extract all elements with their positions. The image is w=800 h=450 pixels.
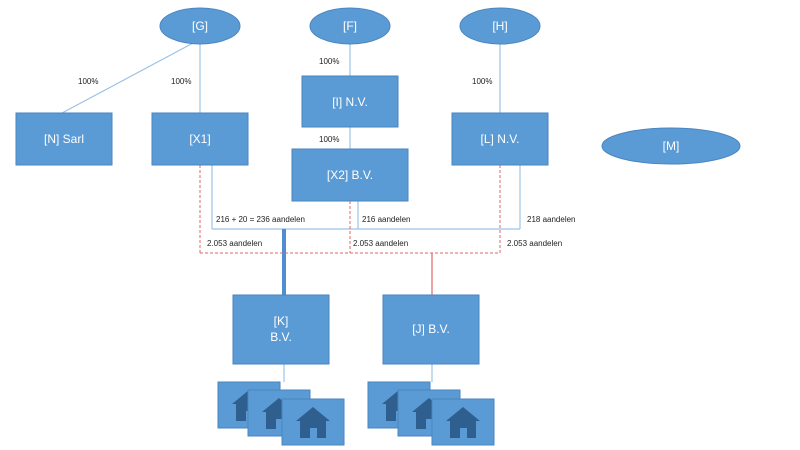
- edge-g-n: [61, 41, 196, 114]
- node-l-label: [L] N.V.: [481, 132, 520, 146]
- edge-label-x2-k: 216 aandelen: [362, 215, 411, 224]
- node-h-label: [H]: [492, 19, 507, 33]
- edge-label-l-j: 2.053 aandelen: [507, 239, 562, 248]
- house-icon: [281, 398, 345, 446]
- node-j-label: [J] B.V.: [412, 322, 450, 336]
- node-i[interactable]: [I] N.V.: [301, 75, 399, 128]
- node-f-label: [F]: [343, 19, 357, 33]
- node-k-label-line2: B.V.: [270, 330, 292, 344]
- property-stack-j: [367, 381, 495, 446]
- ownership-lines: [61, 41, 521, 230]
- edge-label-g-x1: 100%: [171, 77, 191, 86]
- property-stack-k: [217, 381, 345, 446]
- edge-label-x1-k: 216 + 20 = 236 aandelen: [216, 215, 305, 224]
- node-x1-label: [X1]: [189, 132, 210, 146]
- edge-label-g-n: 100%: [78, 77, 98, 86]
- node-h[interactable]: [H]: [459, 7, 541, 45]
- node-k-label-line1: [K]: [274, 314, 289, 328]
- node-m-label: [M]: [663, 139, 680, 153]
- node-x2-label: [X2] B.V.: [327, 168, 373, 182]
- node-f[interactable]: [F]: [309, 7, 391, 45]
- node-l[interactable]: [L] N.V.: [451, 112, 549, 166]
- node-n[interactable]: [N] Sarl: [15, 112, 113, 166]
- node-x1[interactable]: [X1]: [151, 112, 249, 166]
- edge-label-l-k: 218 aandelen: [527, 215, 576, 224]
- node-m[interactable]: [M]: [601, 127, 741, 165]
- node-g[interactable]: [G]: [159, 7, 241, 45]
- node-x2[interactable]: [X2] B.V.: [291, 148, 409, 202]
- edge-label-x2-j: 2.053 aandelen: [353, 239, 408, 248]
- node-g-label: [G]: [192, 19, 208, 33]
- edge-label-f-i: 100%: [319, 57, 339, 66]
- edge-label-i-x2: 100%: [319, 135, 339, 144]
- node-k[interactable]: [K] B.V.: [232, 294, 330, 365]
- node-i-label: [I] N.V.: [332, 95, 368, 109]
- node-j[interactable]: [J] B.V.: [382, 294, 480, 365]
- share-lines-j: [199, 165, 501, 254]
- edge-label-h-l: 100%: [472, 77, 492, 86]
- node-n-label: [N] Sarl: [44, 132, 84, 146]
- edge-label-x1-j: 2.053 aandelen: [207, 239, 262, 248]
- house-icon: [431, 398, 495, 446]
